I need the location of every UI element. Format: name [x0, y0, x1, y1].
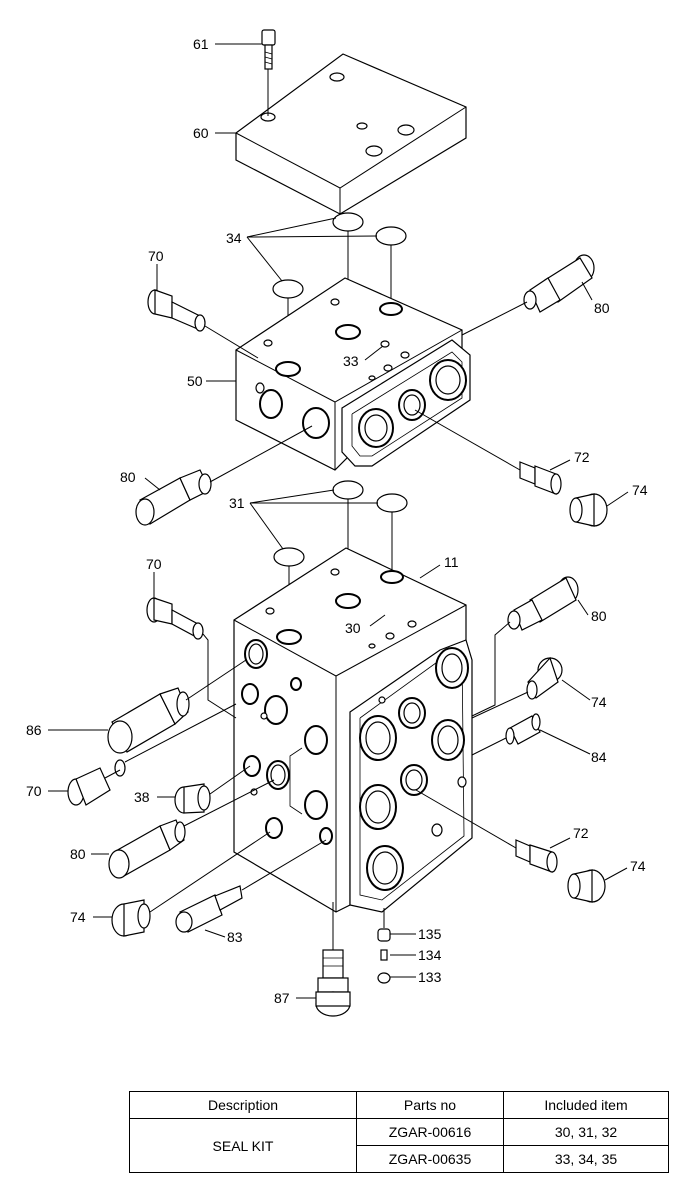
cell-part-no: ZGAR-00635: [356, 1145, 504, 1173]
plug-74-upper: [569, 493, 608, 527]
callout-134: 134: [418, 947, 442, 963]
callout-30: 30: [345, 620, 361, 636]
plug-38: [174, 765, 251, 814]
valve-87: [315, 902, 351, 1017]
cell-part-no: ZGAR-00616: [356, 1118, 504, 1146]
header-included-item: Included item: [503, 1091, 669, 1119]
plug-74-main-right-bottom: [567, 869, 606, 903]
check-valve-80-main-left: [108, 779, 275, 879]
socket-bolt: [261, 29, 276, 116]
callout-87: 87: [274, 990, 290, 1006]
callout-33: 33: [343, 353, 359, 369]
header-description: Description: [129, 1091, 357, 1119]
seal-kit-table: Description Parts no Included item SEAL …: [129, 1091, 669, 1173]
callout-74-main-right-bottom: 74: [630, 858, 646, 874]
callout-74-upper: 74: [632, 482, 648, 498]
table-row: SEAL KIT ZGAR-00616 30, 31, 32: [129, 1118, 669, 1173]
plug-74-main-right-top: [471, 656, 563, 719]
callout-61: 61: [193, 36, 209, 52]
callout-135: 135: [418, 926, 442, 942]
callout-70-upper: 70: [148, 248, 164, 264]
plug-74-main-left: [111, 831, 271, 937]
o-rings-lower: [273, 480, 408, 630]
callout-60: 60: [193, 125, 209, 141]
exploded-parts-diagram: 61 60 34 70 80 33 50 80 72 74 31 70 11 8…: [26, 29, 648, 1017]
valve-84: [471, 713, 541, 756]
callout-74-main-left: 74: [70, 909, 86, 925]
relief-72-main: [415, 789, 558, 873]
callout-labels: 61 60 34 70 80 33 50 80 72 74 31 70 11 8…: [26, 36, 648, 1006]
plug-70-main-bottom: [67, 703, 237, 806]
header-parts-no: Parts no: [356, 1091, 504, 1119]
upper-valve-block: [235, 277, 471, 471]
callout-74-main-right-top: 74: [591, 694, 607, 710]
callout-70-main-top: 70: [146, 556, 162, 572]
seal-parts-133-135: [377, 908, 391, 984]
check-valve-86: [107, 659, 247, 754]
leader-lines: [48, 43, 629, 999]
cell-description: SEAL KIT: [129, 1118, 357, 1173]
cell-included: 33, 34, 35: [503, 1145, 669, 1173]
callout-80-main-right: 80: [591, 608, 607, 624]
relief-72-upper: [414, 409, 562, 495]
callout-80-main-left: 80: [70, 846, 86, 862]
callout-133: 133: [418, 969, 442, 985]
plug-70-upper: [147, 289, 259, 359]
callout-11: 11: [444, 554, 459, 570]
check-valve-80-upper-left: [135, 425, 313, 526]
callout-34: 34: [226, 230, 242, 246]
callout-83: 83: [227, 929, 243, 945]
callout-50: 50: [187, 373, 203, 389]
cover-plate: [235, 53, 467, 215]
table-header-row: Description Parts no Included item: [129, 1091, 669, 1119]
cell-included: 30, 31, 32: [503, 1118, 669, 1146]
callout-38: 38: [134, 789, 150, 805]
callout-70-main-bottom: 70: [26, 783, 42, 799]
callout-84: 84: [591, 749, 607, 765]
callout-80-upper-right: 80: [594, 300, 610, 316]
main-valve-block: [233, 547, 473, 913]
callout-72-upper: 72: [574, 449, 590, 465]
o-rings-upper: [272, 212, 407, 362]
callout-86: 86: [26, 722, 42, 738]
valve-83: [175, 839, 327, 933]
callout-80-upper-left: 80: [120, 469, 136, 485]
callout-31: 31: [229, 495, 245, 511]
check-valve-80-upper-right: [461, 254, 595, 336]
callout-72-main: 72: [573, 825, 589, 841]
check-valve-80-main-right: [471, 576, 579, 717]
table-row: ZGAR-00635 33, 34, 35: [130, 1145, 669, 1173]
